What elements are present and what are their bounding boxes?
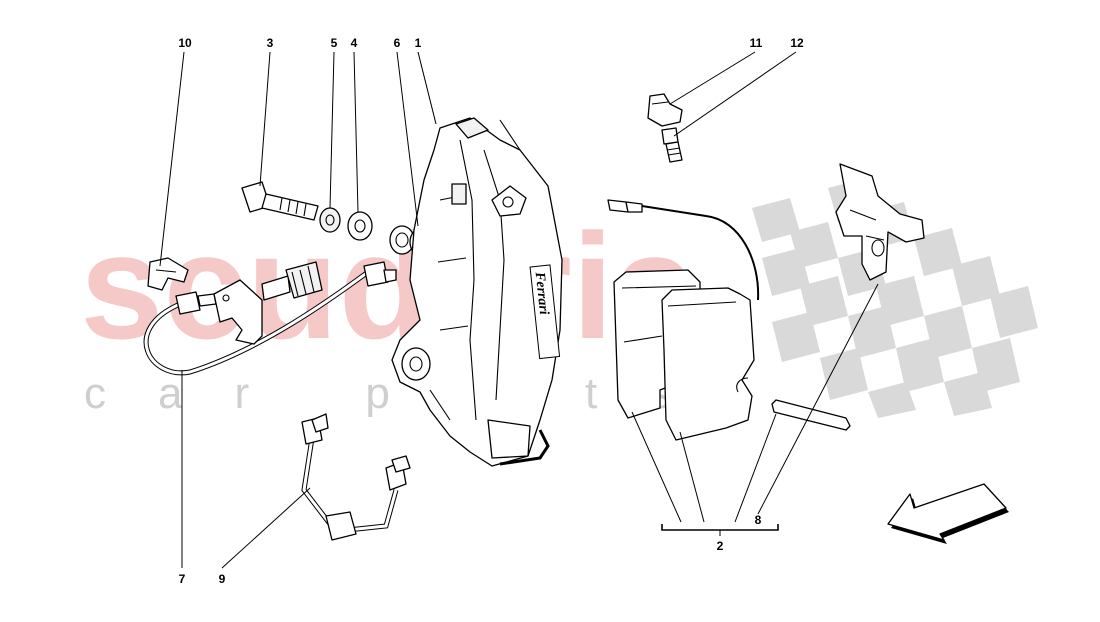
caliper-logo: Ferrari [529, 264, 561, 360]
part-12-bleed-screw [661, 127, 683, 163]
callout-4: 4 [351, 36, 358, 50]
part-2-brake-pads [613, 269, 755, 441]
pad-retaining-spring [835, 163, 925, 281]
callout-1: 1 [415, 36, 422, 50]
part-9-brake-pipe [301, 413, 411, 541]
callout-5: 5 [331, 36, 338, 50]
callout-2: 2 [717, 539, 724, 553]
part-10-clip [147, 257, 189, 291]
pad-wear-sensor [607, 199, 760, 301]
hose-bracket-plate [213, 261, 323, 345]
callout-11: 11 [750, 36, 763, 50]
callout-9: 9 [219, 572, 226, 586]
part-4-washer [347, 211, 373, 241]
part-1-brake-caliper: Ferrari [391, 117, 563, 467]
caliper-logo-text: Ferrari [532, 270, 552, 315]
direction-arrow-icon [887, 483, 1009, 544]
part-3-bolt [241, 181, 319, 221]
callout-3: 3 [267, 36, 274, 50]
callout-6: 6 [394, 36, 401, 50]
part-11-bleed-cap [647, 93, 683, 127]
part-7-brake-hose [143, 261, 397, 376]
callout-8: 8 [755, 513, 762, 527]
part-5-lock-washer [319, 207, 341, 233]
callout-7: 7 [179, 572, 186, 586]
callout-labels: 10 3 5 4 6 1 11 12 8 2 7 9 [178, 36, 804, 586]
watermark-brand: scuderia [80, 202, 699, 370]
callout-12: 12 [790, 36, 804, 50]
pad-retaining-pin [771, 399, 851, 431]
leader-lines [159, 51, 879, 569]
callout-10: 10 [178, 36, 192, 50]
